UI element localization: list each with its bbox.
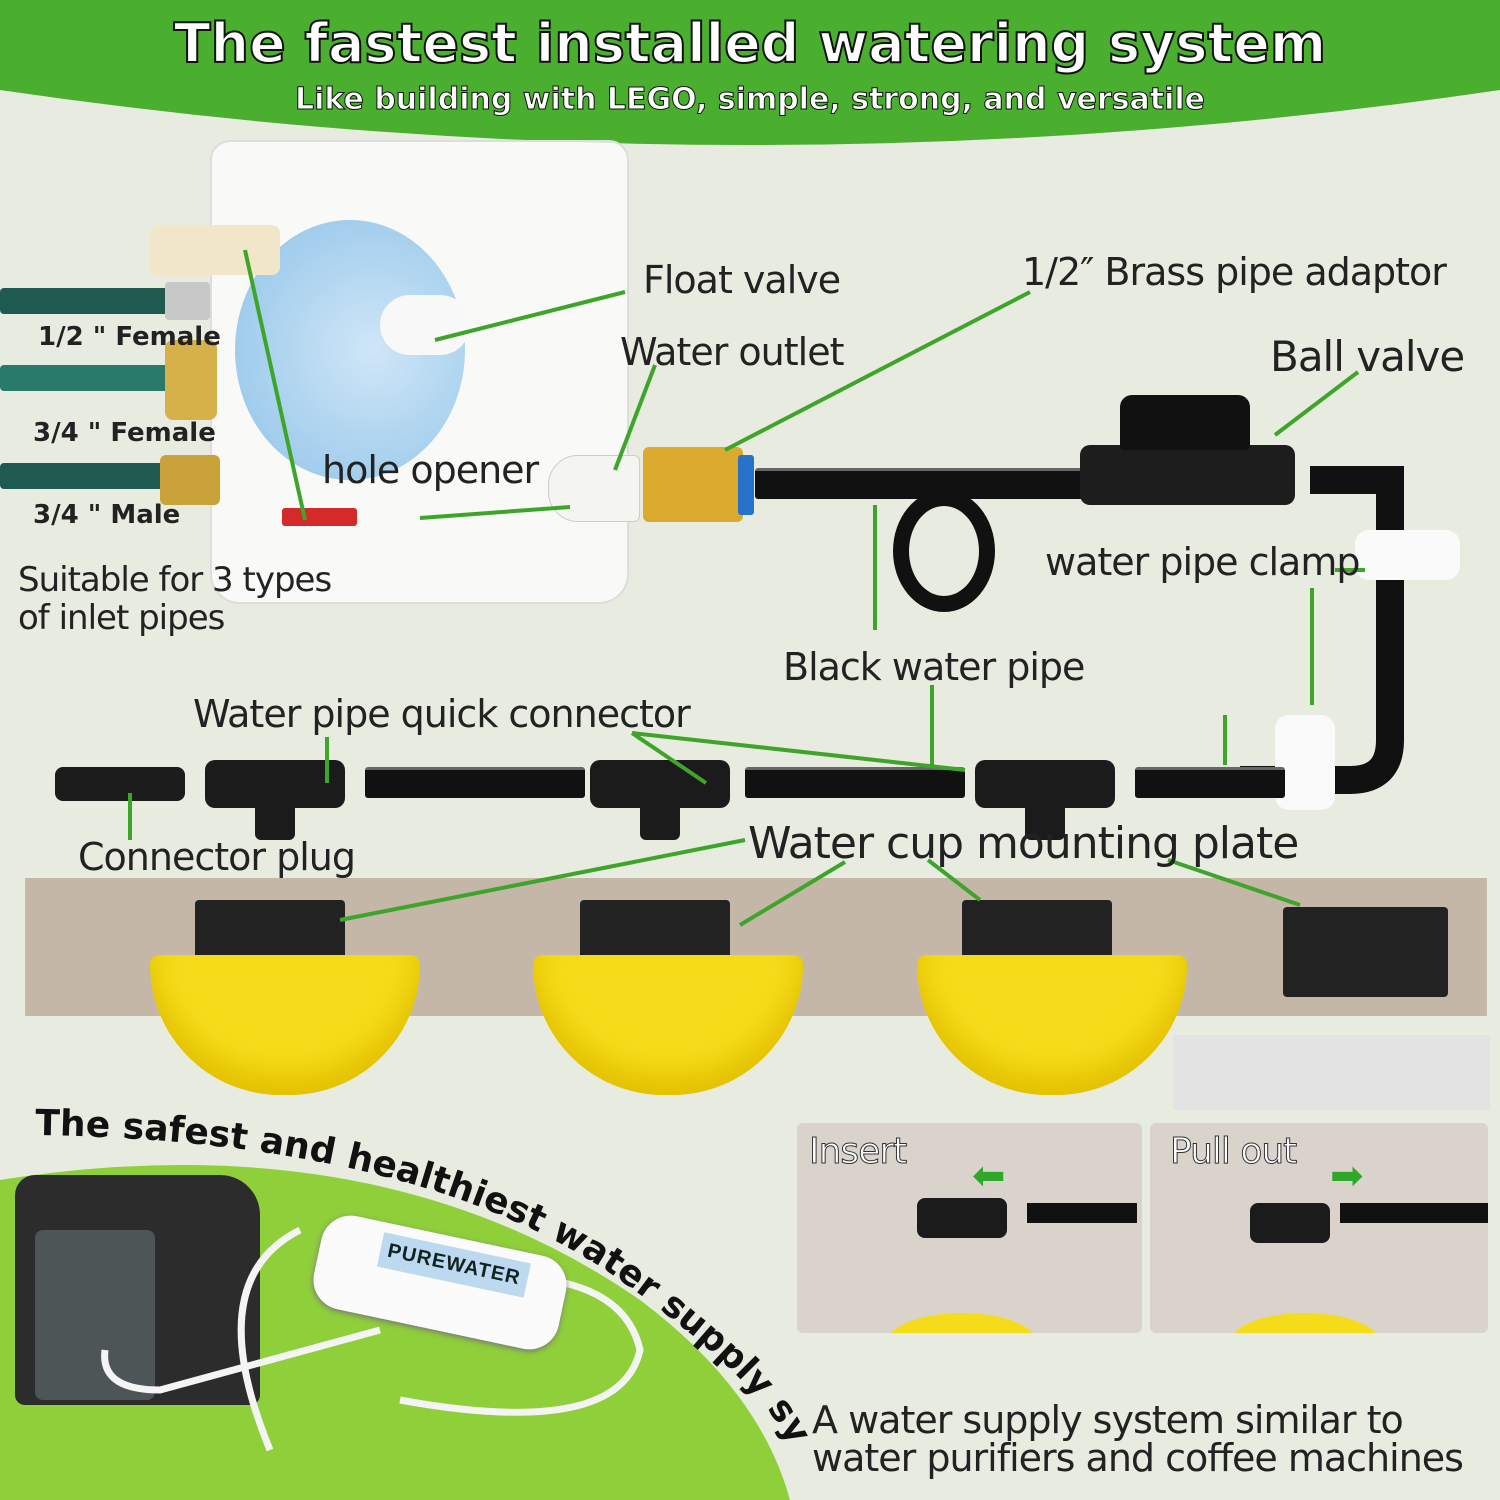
hose-three-quarter-male [0,463,165,489]
fitting-three-quarter-male [160,455,220,505]
fitting-half-female [165,282,210,320]
label-brass-adaptor: 1/2″ Brass pipe adaptor [1022,250,1447,294]
hole-opener [282,508,357,526]
quick-connector-tee [590,760,730,840]
black-water-pipe [745,767,965,798]
pipe-clamp [1355,530,1460,580]
valve-body [150,225,280,275]
ball-valve [1080,445,1295,505]
header-banner [0,0,1500,145]
quick-fitting-ring [738,455,754,515]
quick-connector-tee [205,760,345,840]
fitting-three-quarter-female [165,340,217,420]
pull-out-demo-photo: Pull out ➡ [1150,1123,1488,1333]
label-ball-valve: Ball valve [1270,332,1465,381]
black-water-pipe [365,767,585,798]
inlet-caption: Suitable for 3 types [18,560,332,600]
black-water-pipe [1135,767,1285,798]
label-mounting-plate: Water cup mounting plate [748,818,1299,869]
connector-plug [55,767,185,801]
page-title: The fastest installed watering system [173,11,1327,76]
bottom-caption: A water supply system similar to [812,1398,1404,1442]
float-valve [380,295,470,355]
insert-label: Insert [808,1131,907,1173]
inlet-type-label: 3/4 " Male [33,500,181,530]
mounting-plate-spare [1283,907,1448,997]
inlet-type-label: 3/4 " Female [33,418,216,448]
ball-valve-handle [1120,395,1250,450]
water-outlet [548,455,640,522]
inlet-caption: of inlet pipes [18,598,225,638]
pull-out-label: Pull out [1169,1131,1297,1173]
label-water-outlet: Water outlet [620,330,844,374]
page-subtitle: Like building with LEGO, simple, strong,… [294,82,1206,118]
quick-connector-tee [975,760,1115,840]
leader-lines [128,249,1365,927]
pipe-clamp [1275,715,1335,810]
label-hole-opener: hole opener [322,448,539,492]
arrow-left-icon: ⬅ [972,1154,1006,1198]
blank-panel [1173,1035,1490,1110]
coffee-machine-tank [35,1230,155,1400]
insert-demo-photo: Insert ⬅ [797,1123,1142,1333]
hose-half-female [0,288,175,314]
label-float-valve: Float valve [643,258,841,302]
hose-three-quarter-female [0,365,175,391]
label-quick-connector: Water pipe quick connector [193,692,691,736]
black-water-pipe [755,468,1085,499]
label-pipe-clamp: water pipe clamp [1045,540,1360,584]
label-connector-plug: Connector plug [78,835,356,879]
bottom-caption: water purifiers and coffee machines [812,1436,1464,1480]
brass-adaptor [643,447,743,522]
arrow-right-icon: ➡ [1330,1154,1364,1198]
vertical-pipe [1240,466,1404,794]
inlet-type-label: 1/2 " Female [38,322,221,352]
label-black-pipe: Black water pipe [783,645,1085,689]
